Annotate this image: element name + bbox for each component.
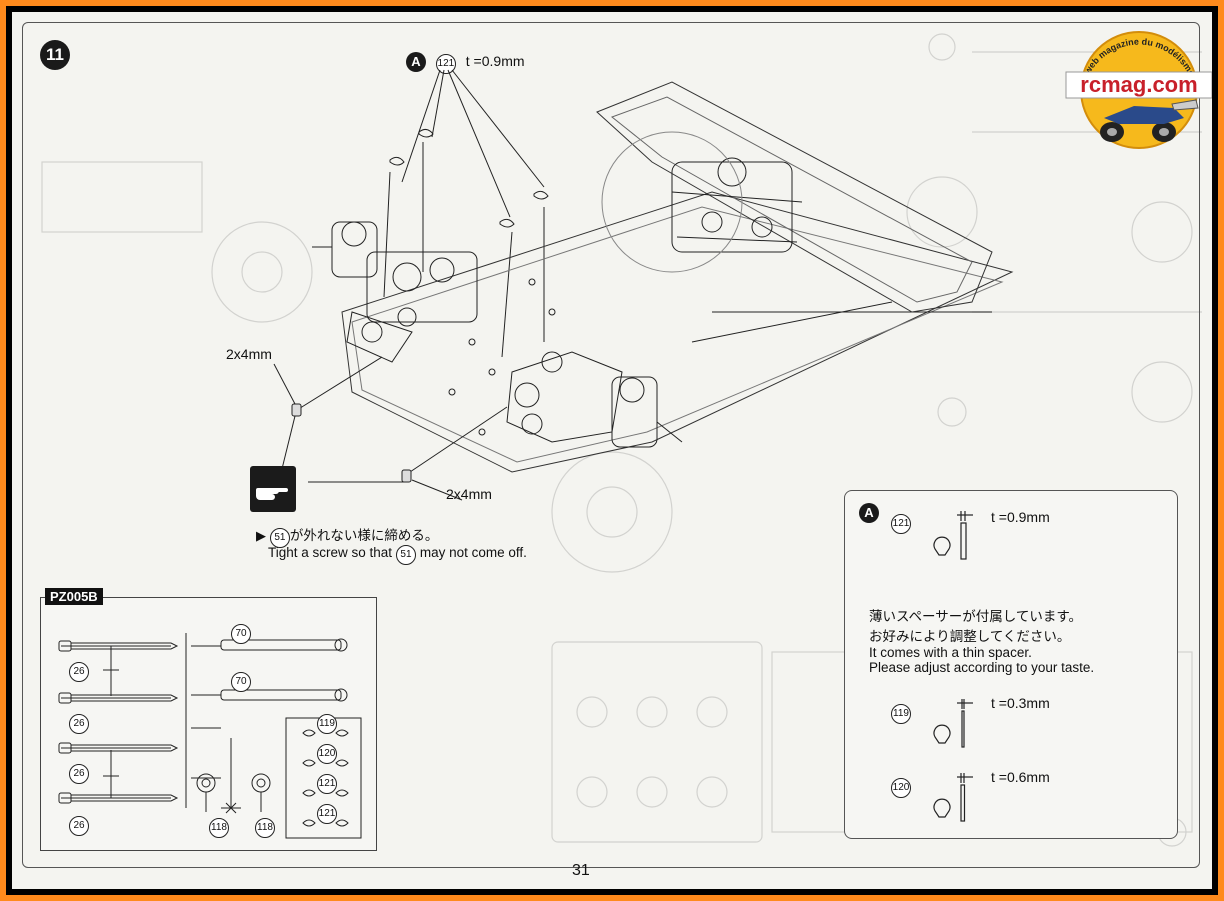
step-number-badge: 11 [40, 40, 70, 70]
part-119-label: 119 [317, 714, 337, 734]
thickness-label: t =0.9mm [465, 53, 525, 69]
part-26-label-3: 26 [69, 764, 89, 784]
part-51-badge: 51 [269, 528, 290, 548]
part-121-label-2: 121 [317, 804, 337, 824]
part-number-badge: 121 [435, 54, 456, 74]
content-border [22, 22, 1200, 868]
tighten-hand-icon [250, 466, 296, 512]
tighten-note-en-before: Tight a screw so that [268, 545, 393, 560]
part-121-badge: 121 [891, 514, 911, 534]
part-70-label-1: 70 [231, 624, 251, 644]
part-121-label-1: 121 [317, 774, 337, 794]
manual-page: 11 A 121 t =0.9mm [12, 12, 1212, 889]
part-26-label-4: 26 [69, 816, 89, 836]
spacer-note-jp-2: お好みにより調整してください。 [869, 629, 1071, 644]
tighten-note-jp-text: が外れない様に締める。 [289, 528, 439, 543]
parts-tree-drawing [58, 633, 362, 839]
parts-tree-code: PZ005B [45, 588, 103, 605]
rcmag-logo: Le web magazine du modélisme rcmag.com [1064, 20, 1212, 150]
tighten-note-en: Tight a screw so that 51 may not come of… [268, 544, 527, 565]
spacer-item-121: 121 [891, 513, 911, 534]
spacer-note: 薄いスペーサーが付属しています。 お好みにより調整してください。 It come… [869, 605, 1169, 675]
part-51-badge-en: 51 [395, 545, 416, 565]
spacer-119-drawing [933, 699, 973, 748]
part-120-badge: 120 [891, 778, 911, 798]
spacer-120-drawing [933, 773, 973, 822]
part-119-badge: 119 [891, 704, 911, 724]
spacer-note-en-2: Please adjust according to your taste. [869, 660, 1095, 675]
tighten-note-en-after: may not come off. [419, 545, 527, 560]
spacer-121-drawing [933, 511, 973, 560]
part-26-label-2: 26 [69, 714, 89, 734]
thickness-119: t =0.3mm [991, 695, 1050, 711]
part-26-label-1: 26 [69, 662, 89, 682]
spacer-note-jp-1: 薄いスペーサーが付属しています。 [869, 609, 1083, 624]
marker-a-icon: A [406, 52, 426, 72]
marker-a-icon: A [859, 503, 879, 523]
spacer-info-box: A 121 t =0.9mm 薄いスペーサーが付属しています。 お好みにより調整… [844, 490, 1178, 839]
thickness-121: t =0.9mm [991, 509, 1050, 525]
thickness-120: t =0.6mm [991, 769, 1050, 785]
screw-size-label-right: 2x4mm [446, 486, 492, 502]
screw-size-label-left: 2x4mm [226, 346, 272, 362]
part-118-label-1: 118 [209, 818, 229, 838]
parts-tree-box: PZ005B 26 26 26 [40, 588, 377, 851]
part-118-label-2: 118 [255, 818, 275, 838]
part-70-label-2: 70 [231, 672, 251, 692]
assembly-drawing [273, 69, 1014, 501]
part-120-label: 120 [317, 744, 337, 764]
callout-header: A 121 t =0.9mm [406, 52, 525, 74]
svg-text:rcmag.com: rcmag.com [1080, 72, 1197, 97]
spacer-item-119: 119 [891, 703, 911, 724]
spacer-note-en-1: It comes with a thin spacer. [869, 645, 1032, 660]
page-number: 31 [572, 862, 590, 879]
spacer-item-120: 120 [891, 777, 911, 798]
